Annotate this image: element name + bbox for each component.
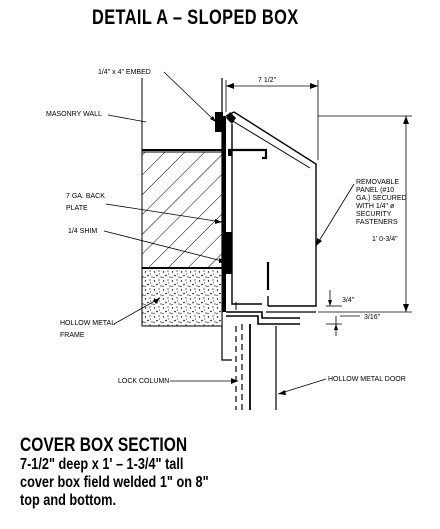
shim-label: 1/4 SHIM [68, 228, 97, 235]
hollow-frame-label-line2: FRAME [60, 332, 85, 339]
panel-label-line5: SECURITY [356, 211, 392, 218]
lock-column-label: LOCK COLUMN [118, 378, 169, 385]
gap-dimension-text: 3/16" [364, 314, 381, 321]
caption-block: COVER BOX SECTION 7-1/2" deep x 1' – 1-3… [20, 436, 209, 510]
back-plate [215, 112, 268, 312]
caption-heading: COVER BOX SECTION [20, 435, 188, 456]
dimension-height [318, 115, 412, 313]
panel-label-line1: REMOVABLE [356, 179, 399, 186]
hollow-metal-frame [141, 267, 223, 327]
depth-dimension-text: 7 1/2" [258, 77, 277, 84]
dimension-depth [225, 80, 319, 160]
back-plate-label-line1: 7 GA. BACK [66, 193, 105, 200]
lip-dimension-text: 3/4" [342, 297, 355, 304]
back-plate-hatch [141, 151, 223, 269]
hollow-frame-label-line1: HOLLOW METAL [60, 320, 115, 327]
dimension-gap [326, 315, 360, 336]
panel-label-line3: GA.) SECURED [356, 195, 407, 202]
panel-label-line2: PANEL (#10 [356, 187, 394, 194]
height-dimension-text: 1' 0-3/4" [372, 236, 398, 243]
panel-label-line6: FASTENERS [356, 219, 398, 226]
dimension-lip [326, 290, 342, 307]
sloped-cover-box [225, 111, 317, 310]
back-plate-label-line2: PLATE [66, 205, 88, 212]
caption-line-1: 7-1/2" deep x 1' – 1-3/4" tall [20, 456, 184, 473]
bottom-flange [226, 311, 316, 325]
panel-label-line4: WITH 1/4" ø [356, 203, 395, 210]
caption-line-2: cover box field welded 1" on 8" [20, 474, 209, 491]
shim-plate [226, 232, 232, 274]
hollow-door-label: HOLLOW METAL DOOR [328, 376, 406, 383]
removable-panel-label: REMOVABLE PANEL (#10 GA.) SECURED WITH 1… [356, 179, 407, 226]
drawing-title: DETAIL A – SLOPED BOX [92, 6, 299, 29]
lock-column [221, 324, 277, 410]
embed-label: 1/4" x 4" EMBED [98, 69, 151, 76]
caption-line-3: top and bottom. [20, 492, 117, 509]
masonry-wall-label: MASONRY WALL [46, 111, 102, 118]
